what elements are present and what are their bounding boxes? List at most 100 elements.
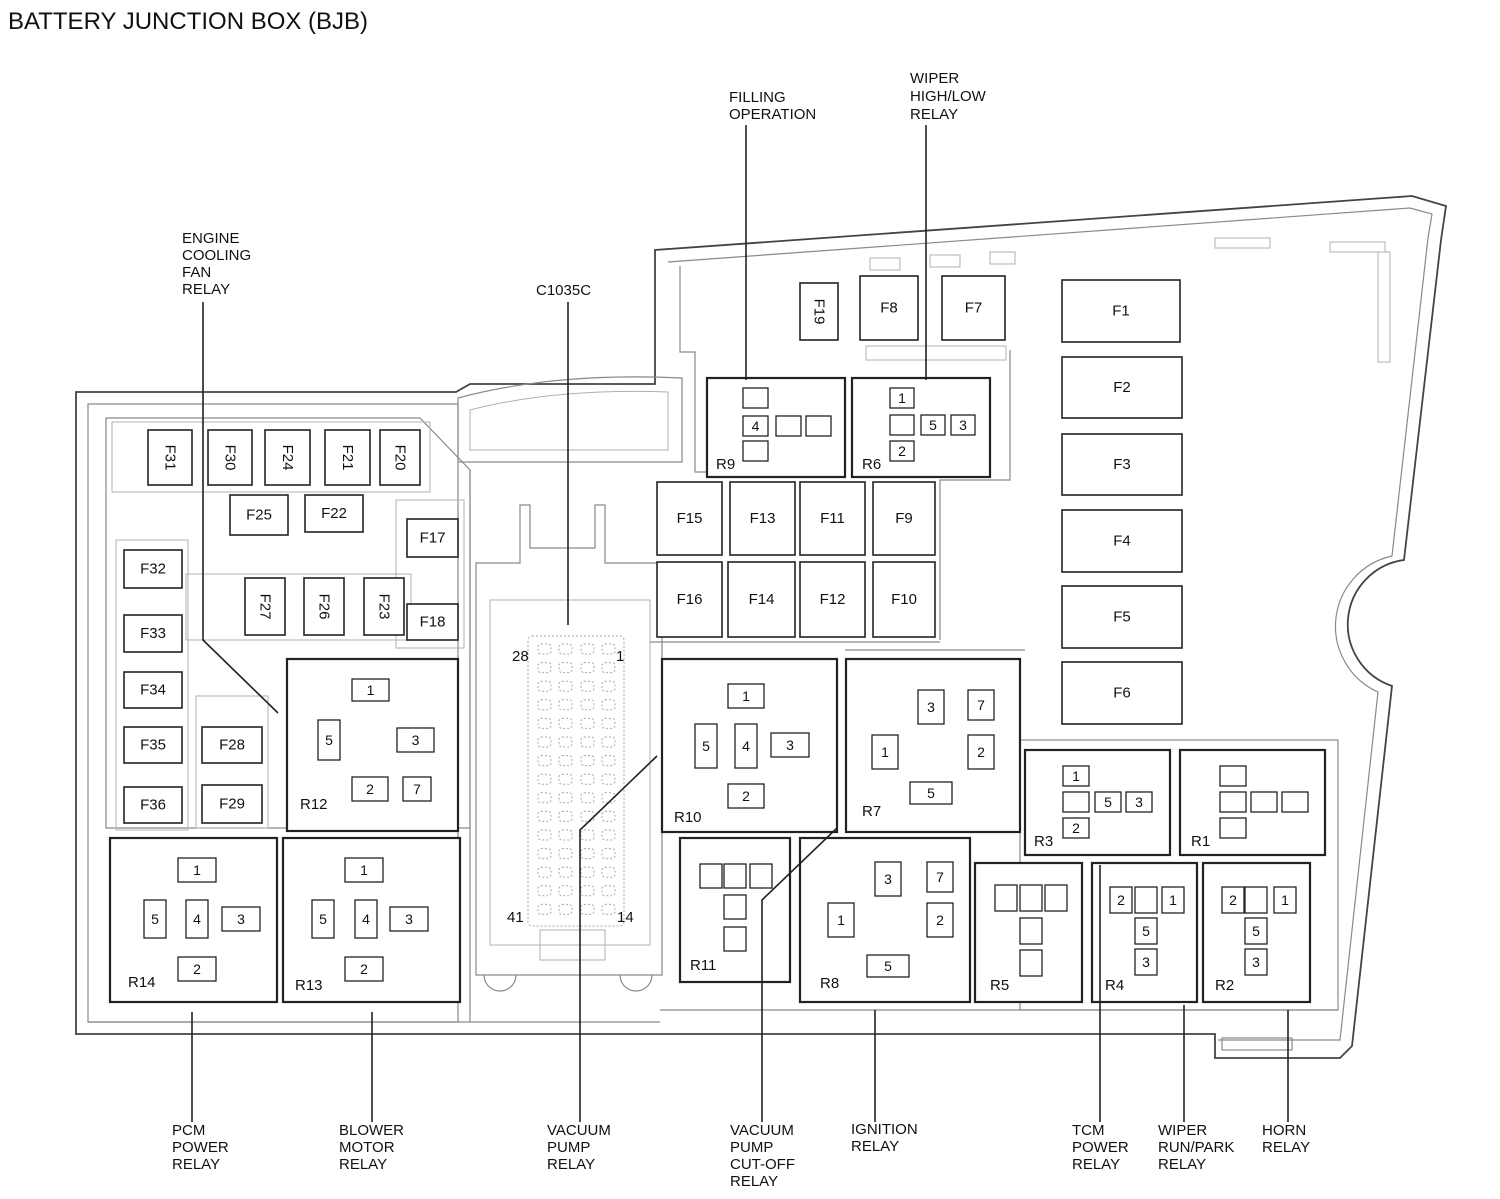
connector-pin-cavity xyxy=(558,699,573,711)
callout-tcm-power-relay: TCM POWER RELAY xyxy=(1072,1122,1129,1173)
callout-line: PUMP xyxy=(730,1139,773,1156)
relay-pin-label: 3 xyxy=(1135,794,1143,810)
relay-pin-label: 4 xyxy=(193,911,201,927)
fuse-label: F36 xyxy=(140,797,166,814)
fuse-body xyxy=(123,549,183,589)
fuse-label: F1 xyxy=(1112,303,1130,320)
relay-pin: 2 xyxy=(926,902,954,938)
fuse-F9: F9 xyxy=(872,481,936,556)
relay-R5: R5 xyxy=(973,861,1084,1004)
connector-pin-cavity xyxy=(537,662,552,674)
callout-line: VACUUM xyxy=(547,1122,611,1139)
fuse-body xyxy=(727,561,796,638)
fuse-label: F18 xyxy=(420,614,446,631)
housing-tab xyxy=(929,254,961,268)
relay-pin-socket xyxy=(311,899,335,939)
relay-pin-label: 3 xyxy=(786,737,794,753)
callout-line: RELAY xyxy=(339,1156,387,1173)
relay-pin: 2 xyxy=(1221,886,1245,914)
connector-inner-frame xyxy=(489,599,651,946)
relay-pin-label: 5 xyxy=(319,911,327,927)
relay-R1: R1 xyxy=(1178,748,1327,857)
housing-latch xyxy=(1221,1037,1293,1051)
relay-pin-label: 3 xyxy=(405,911,413,927)
fuse-body xyxy=(363,577,405,636)
callout-line: RELAY xyxy=(1262,1139,1310,1156)
relay-pin-label: 1 xyxy=(837,912,845,928)
fuse-F10: F10 xyxy=(872,561,936,638)
connector-pin-number: 28 xyxy=(512,648,529,665)
relay-pin-socket xyxy=(871,734,899,770)
callout-line: CUT-OFF xyxy=(730,1156,795,1173)
relay-pin-socket xyxy=(1125,791,1153,813)
relay-pin-socket xyxy=(351,678,390,702)
relay-pin-label: 7 xyxy=(413,781,421,797)
housing-tab xyxy=(865,345,1007,361)
connector-pin-cavity xyxy=(601,810,616,822)
fuse-body xyxy=(1061,279,1181,343)
connector-pin-cavity xyxy=(558,866,573,878)
relay-label: R1 xyxy=(1191,833,1210,850)
fuse-label: F8 xyxy=(880,300,898,317)
fuse-label: F24 xyxy=(279,445,296,471)
relay-pin-label: 3 xyxy=(959,417,967,433)
callout-line: POWER xyxy=(172,1139,229,1156)
relay-pin-label: 5 xyxy=(929,417,937,433)
relay-pin-socket xyxy=(1219,817,1247,839)
fuse-body xyxy=(406,603,459,641)
relay-pin-socket xyxy=(950,414,976,436)
housing-tab xyxy=(1377,251,1391,363)
fuse-label: F5 xyxy=(1113,609,1131,626)
connector-pin-cavity xyxy=(601,903,616,915)
connector-pin-cavity xyxy=(601,792,616,804)
relay-label: R9 xyxy=(716,456,735,473)
relay-pin-socket xyxy=(917,689,945,725)
fuse-label: F29 xyxy=(219,796,245,813)
relay-pin-label: 2 xyxy=(193,961,201,977)
right-block-left-wall xyxy=(679,266,707,473)
fuse-socket-column xyxy=(395,499,465,649)
relay-pin: 5 xyxy=(920,414,946,436)
callout-wiper-high-low-relay: WIPER HIGH/LOW RELAY xyxy=(910,70,987,123)
relay-pin: 4 xyxy=(354,899,378,939)
fuse-F3: F3 xyxy=(1061,433,1183,496)
callout-line: FILLING xyxy=(729,89,786,106)
fuse-body xyxy=(147,429,193,486)
relay-pin-label: 1 xyxy=(360,862,368,878)
connector-pin-cavity xyxy=(558,662,573,674)
leader-vacuum-pump-relay xyxy=(579,755,658,1122)
fuse-F29: F29 xyxy=(201,784,263,824)
fuse-F6: F6 xyxy=(1061,661,1183,725)
fuse-label: F9 xyxy=(895,510,913,527)
callout-engine-cooling-fan-relay: ENGINE COOLING FAN RELAY xyxy=(182,230,251,298)
relay-pin: 3 xyxy=(221,906,261,932)
relay-pin: 2 xyxy=(889,440,915,462)
relay-pin-socket xyxy=(926,902,954,938)
relay-pin-label: 2 xyxy=(936,912,944,928)
fuse-body xyxy=(406,518,459,558)
relay-pin: 2 xyxy=(1062,817,1090,839)
fuse-label: F20 xyxy=(392,445,409,471)
relay-pin-label: 1 xyxy=(1281,892,1289,908)
relay-pin xyxy=(889,414,915,436)
callout-line: COOLING xyxy=(182,247,251,264)
relay-pin-socket xyxy=(351,776,389,802)
fuse-F18: F18 xyxy=(406,603,459,641)
relay-pin-label: 5 xyxy=(927,785,935,801)
relay-pin: 3 xyxy=(396,727,435,753)
relay-label: R12 xyxy=(300,796,328,813)
housing-inner-outline-right xyxy=(667,207,1433,1041)
fuse-body xyxy=(1061,509,1183,573)
callout-line: POWER xyxy=(1072,1139,1129,1156)
relay-pin xyxy=(1019,917,1043,945)
relay-pin-socket xyxy=(389,906,429,932)
relay-pin-label: 7 xyxy=(977,697,985,713)
relay-pin: 4 xyxy=(185,899,209,939)
fuse-body xyxy=(123,786,183,824)
connector-pin-cavity xyxy=(558,848,573,860)
fuse-F8: F8 xyxy=(859,275,919,341)
fuse-label: F23 xyxy=(376,594,393,620)
relay-pin: 4 xyxy=(742,415,769,437)
